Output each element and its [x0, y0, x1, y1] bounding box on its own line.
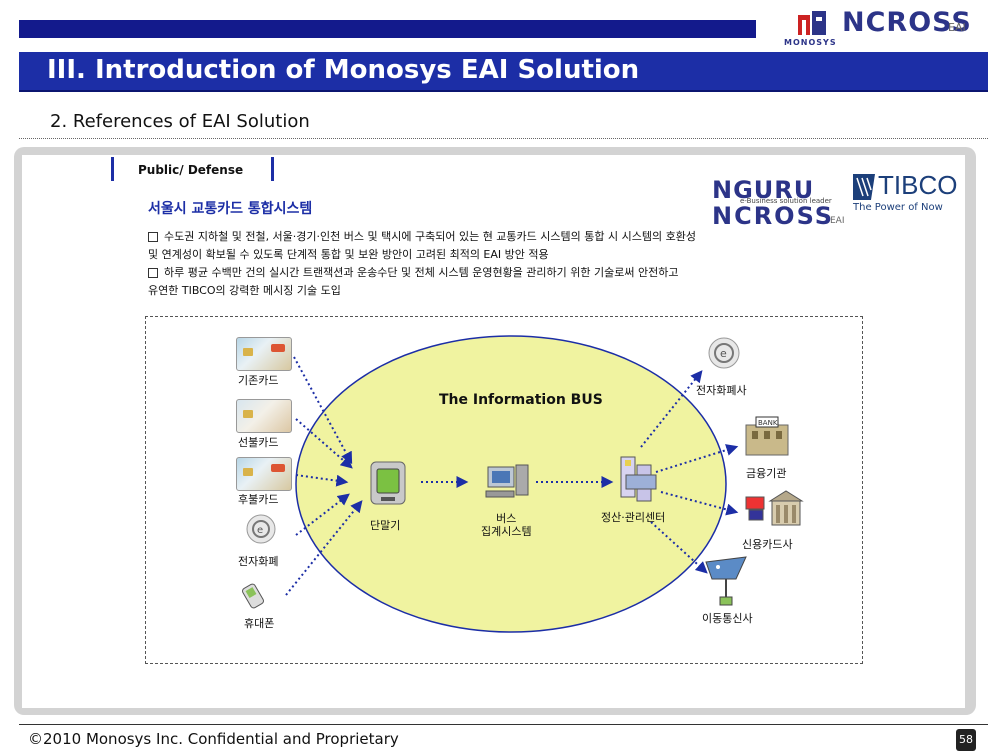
nguru-logo: NGURU [712, 176, 815, 204]
left-item-label: 선불카드 [238, 436, 279, 449]
checkbox-bullet-icon [148, 232, 158, 242]
creditcard-icon [745, 490, 804, 526]
ncross-eai-label: EAI [830, 216, 845, 226]
bank-icon: BANK [745, 416, 789, 456]
settlement-center-label: 정산·관리센터 [601, 511, 666, 524]
emoney-icon: e [246, 514, 276, 544]
left-item-label: 기존카드 [238, 374, 279, 387]
nguru-tagline: e-Business solution leader [740, 197, 832, 205]
server-icon [620, 456, 657, 502]
section-title: 서울시 교통카드 통합시스템 [148, 201, 313, 217]
right-item-label: 신용카드사 [742, 538, 793, 551]
left-item-label: 후불카드 [238, 493, 279, 506]
bus-system-label-line2: 집계시스템 [481, 525, 532, 538]
bullet-item: 수도권 지하철 및 전철, 서울·경기·인천 버스 및 택시에 구축되어 있는 … [148, 228, 828, 246]
right-item-label: 이동통신사 [702, 612, 753, 625]
bullet-list: 수도권 지하철 및 전철, 서울·경기·인천 버스 및 택시에 구축되어 있는 … [148, 228, 828, 300]
prepaid-card-icon [236, 399, 292, 433]
left-item-label: 휴대폰 [244, 617, 275, 630]
architecture-diagram: e e [145, 316, 863, 664]
svg-text:e: e [257, 525, 263, 536]
terminal-label: 단말기 [370, 519, 401, 532]
bus-system-label: 버스 집계시스템 [481, 512, 532, 538]
page-number: 58 [956, 729, 976, 751]
monosys-logo-icon [798, 11, 826, 35]
footer-copyright: ©2010 Monosys Inc. Confidential and Prop… [28, 730, 399, 748]
bullet-text-continued: 및 연계성이 확보될 수 있도록 단계적 통합 및 보완 방안이 고려된 최적의… [148, 248, 549, 261]
connector-line [295, 418, 353, 469]
postpaid-card-icon [236, 457, 292, 491]
bus-system-label-line1: 버스 [496, 512, 517, 525]
connector-line [650, 521, 708, 574]
tab-marker-left [111, 157, 114, 181]
existing-card-icon [236, 337, 292, 371]
footer-divider [19, 724, 988, 725]
information-bus-label: The Information BUS [439, 392, 603, 408]
right-item-label: 전자화폐사 [696, 384, 747, 397]
bullet-text: 수도권 지하철 및 전철, 서울·경기·인천 버스 및 택시에 구축되어 있는 … [164, 230, 696, 243]
tab-marker-right [271, 157, 274, 181]
bullet-text-continued: 유연한 TIBCO의 강력한 메시징 기술 도입 [148, 284, 341, 297]
pc-icon [485, 464, 529, 498]
logo-brand: NCROSS [842, 7, 972, 38]
bullet-item: 하루 평균 수백만 건의 실시간 트랜잭션과 운송수단 및 전체 시스템 운영현… [148, 264, 828, 282]
satellite-icon [705, 556, 747, 606]
right-item-label: 금융기관 [746, 467, 787, 480]
phone-icon [242, 583, 264, 609]
header-top-bar [19, 20, 756, 38]
checkbox-bullet-icon [148, 268, 158, 278]
page-subtitle: 2. References of EAI Solution [50, 111, 310, 132]
title-bar: III. Introduction of Monosys EAI Solutio… [19, 52, 988, 92]
logo-eai: EAI [948, 21, 966, 34]
connector-line [655, 444, 739, 473]
connector-line [640, 370, 703, 448]
svg-text:BANK: BANK [758, 419, 778, 427]
company-logo: NCROSS EAI MONOSYS [784, 7, 998, 51]
ncross-logo: NCROSS [712, 202, 835, 230]
bullet-text: 하루 평균 수백만 건의 실시간 트랜잭션과 운송수단 및 전체 시스템 운영현… [164, 266, 679, 279]
terminal-icon [370, 461, 406, 505]
tibco-mark-icon [853, 174, 875, 200]
tibco-tagline: The Power of Now [853, 202, 943, 213]
left-item-label: 전자화폐 [238, 555, 279, 568]
tibco-logo: TIBCO [878, 170, 958, 200]
page-title: III. Introduction of Monosys EAI Solutio… [47, 55, 640, 85]
subtitle-divider [19, 138, 988, 139]
logo-company: MONOSYS [784, 38, 837, 47]
diagram-canvas: e e [242, 335, 804, 633]
emoney-company-icon: e [708, 337, 740, 369]
connector-line [295, 493, 350, 536]
connector-line [295, 474, 349, 487]
svg-text:e: e [720, 347, 727, 360]
category-tab-label: Public/ Defense [138, 163, 244, 177]
